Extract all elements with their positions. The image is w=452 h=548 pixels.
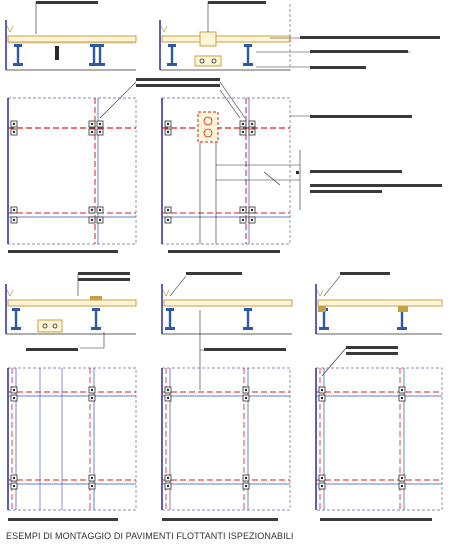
pedestal-icon [11,308,21,330]
pedestal-icon [91,308,101,330]
label-bar [78,278,130,281]
junction-box-icon [199,31,217,47]
section-bottom-middle [161,272,293,390]
pedestal-icon [167,44,177,66]
label-bar [186,272,242,275]
plan-bottom-right [315,367,443,521]
plan-bottom-left [7,367,137,521]
pedestal-icon [13,44,23,66]
duct-icon [37,319,63,333]
label-bar [162,518,278,521]
plan-top-left [7,97,137,253]
sheet-caption: ESEMPI DI MONTAGGIO DI PAVIMENTI FLOTTAN… [6,531,294,541]
duct-outlet-icon [197,111,219,143]
label-bar [8,250,118,253]
section-top-right [159,1,440,71]
pedestal-icon [165,308,175,330]
label-bar [310,66,366,69]
section-bottom-right [315,272,443,377]
label-bar [26,348,78,351]
label-bar [340,272,390,275]
shared-label-top [99,78,246,119]
label-bar [36,1,98,4]
label-bar [346,346,398,349]
label-bar [204,348,286,351]
pedestal-icon [95,44,105,66]
label-bar [310,184,442,187]
label-bar [310,50,408,53]
pedestal-icon [89,44,99,66]
plan-top-right [161,89,442,253]
pedestal-icon [243,44,253,66]
label-bar [8,518,118,521]
duct-icon [194,55,222,67]
section-top-left [5,1,137,71]
section-bottom-left [5,272,137,351]
label-bar [310,115,412,118]
label-bar [310,170,402,173]
label-bar [320,518,432,521]
plan-bottom-middle [161,367,291,521]
label-bar [168,250,280,253]
label-bar [310,190,382,193]
label-bar [346,352,398,355]
pedestal-icon [243,308,253,330]
label-bar [208,1,266,4]
label-bar [300,36,440,39]
label-bar [78,272,130,275]
